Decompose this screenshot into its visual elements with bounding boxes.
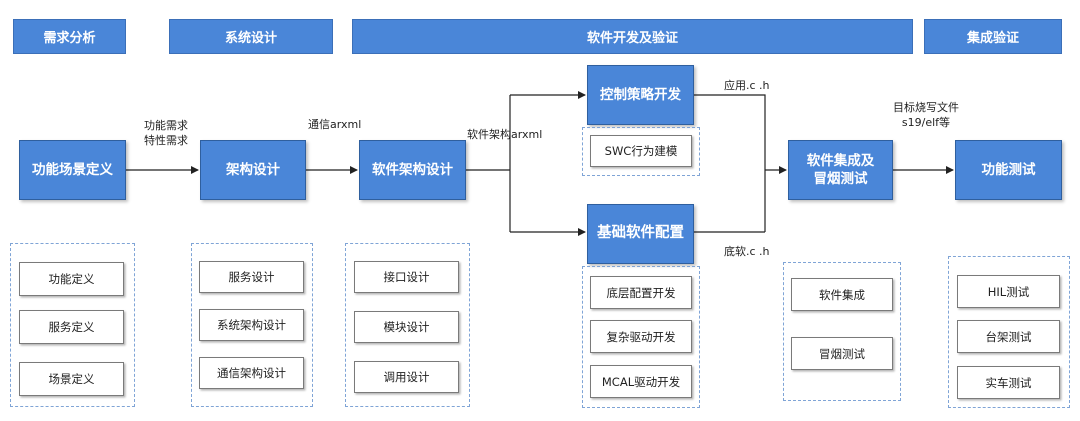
group-sw-architecture <box>345 243 470 407</box>
label-function-requirements: 功能需求 特性需求 <box>144 119 188 147</box>
group-function-scenario <box>10 243 135 407</box>
step-function-test: 功能测试 <box>955 140 1062 200</box>
substep-service-design: 服务设计 <box>199 261 304 293</box>
group-base-sw-config <box>582 266 700 408</box>
substep-service-definition: 服务定义 <box>19 310 124 344</box>
label-comm-arxml: 通信arxml <box>308 118 362 131</box>
label-sw-arch-arxml: 软件架构arxml <box>467 128 543 141</box>
substep-function-definition: 功能定义 <box>19 262 124 296</box>
phase-software-dev: 软件开发及验证 <box>352 19 913 54</box>
group-sw-integration <box>783 262 901 401</box>
substep-comm-architecture-design: 通信架构设计 <box>199 357 304 389</box>
phase-requirements: 需求分析 <box>13 19 126 54</box>
label-target-flash-file: 目标烧写文件 s19/elf等 <box>893 101 959 129</box>
group-architecture <box>191 243 313 407</box>
label-app-source: 应用.c .h <box>724 79 770 92</box>
substep-mcal-driver-dev: MCAL驱动开发 <box>590 365 692 398</box>
substep-vehicle-test: 实车测试 <box>957 366 1060 399</box>
substep-system-architecture-design: 系统架构设计 <box>199 309 304 341</box>
step-function-scenario: 功能场景定义 <box>19 140 126 200</box>
step-sw-integration-smoke-test: 软件集成及 冒烟测试 <box>788 140 893 200</box>
substep-software-integration: 软件集成 <box>791 278 893 311</box>
substep-interface-design: 接口设计 <box>354 261 459 293</box>
group-control-strategy <box>582 127 700 176</box>
step-architecture-design: 架构设计 <box>200 140 306 200</box>
phase-system-design: 系统设计 <box>169 19 333 54</box>
substep-smoke-test: 冒烟测试 <box>791 337 893 370</box>
label-base-source: 底软.c .h <box>724 245 770 258</box>
merge-from-control-strategy <box>694 94 766 232</box>
substep-call-design: 调用设计 <box>354 361 459 393</box>
substep-scenario-definition: 场景定义 <box>19 362 124 396</box>
substep-complex-driver-dev: 复杂驱动开发 <box>590 320 692 353</box>
step-control-strategy: 控制策略开发 <box>587 65 694 125</box>
group-function-test <box>948 256 1070 408</box>
step-base-sw-config: 基础软件配置 <box>587 204 694 264</box>
phase-integration: 集成验证 <box>924 19 1062 54</box>
substep-low-level-config-dev: 底层配置开发 <box>590 276 692 309</box>
step-sw-architecture-design: 软件架构设计 <box>359 140 466 200</box>
substep-hil-test: HIL测试 <box>957 275 1060 308</box>
substep-module-design: 模块设计 <box>354 311 459 343</box>
substep-swc-behavior-modeling: SWC行为建模 <box>590 135 692 167</box>
substep-bench-test: 台架测试 <box>957 320 1060 353</box>
